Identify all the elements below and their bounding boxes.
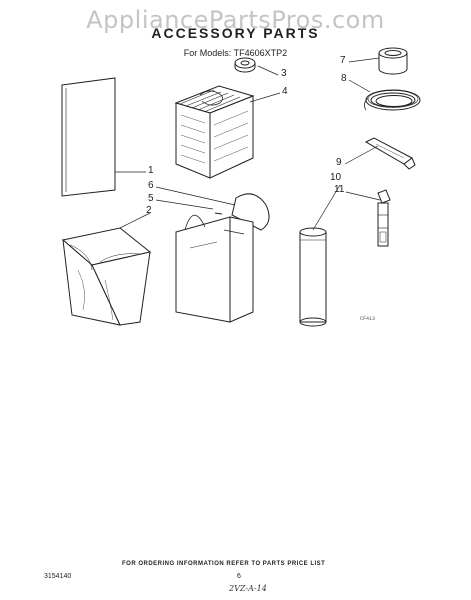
handwritten-note: 2VZ-A-14 xyxy=(229,584,267,593)
part-4-bag-box xyxy=(174,85,255,179)
part-number: 3154140 xyxy=(44,573,72,580)
part-6-panel xyxy=(231,193,270,231)
ordering-note: FOR ORDERING INFORMATION REFER TO PARTS … xyxy=(122,561,326,567)
callout-1: 1 xyxy=(148,165,154,176)
part-10-spray-can xyxy=(299,227,327,327)
callout-6: 6 xyxy=(148,180,154,191)
part-7-jar xyxy=(378,47,408,75)
part-11-applicator xyxy=(377,189,391,247)
part-5-carton xyxy=(175,212,254,323)
callout-7: 7 xyxy=(340,55,346,66)
callout-2: 2 xyxy=(146,205,152,216)
callout-10: 10 xyxy=(330,172,342,183)
part-1-sheet xyxy=(61,77,116,197)
callout-9: 9 xyxy=(336,157,342,168)
part-8-hose-coil xyxy=(364,89,421,111)
watermark: AppliancePartsPros.com xyxy=(86,6,385,34)
model-subtitle: For Models: TF4606XTP2 xyxy=(183,48,288,58)
page-title: ACCESSORY PARTS xyxy=(151,25,320,41)
callout-8: 8 xyxy=(341,73,347,84)
part-3-washer xyxy=(234,57,256,73)
callout-4: 4 xyxy=(282,86,288,97)
callout-11: 11 xyxy=(334,184,345,195)
figure-code: CF413 xyxy=(360,316,376,322)
callout-3: 3 xyxy=(281,68,287,79)
callout-5: 5 xyxy=(148,193,154,204)
part-9-tube xyxy=(364,137,416,170)
page-number: 6 xyxy=(237,573,241,580)
part-2-liner-bag xyxy=(61,227,152,326)
